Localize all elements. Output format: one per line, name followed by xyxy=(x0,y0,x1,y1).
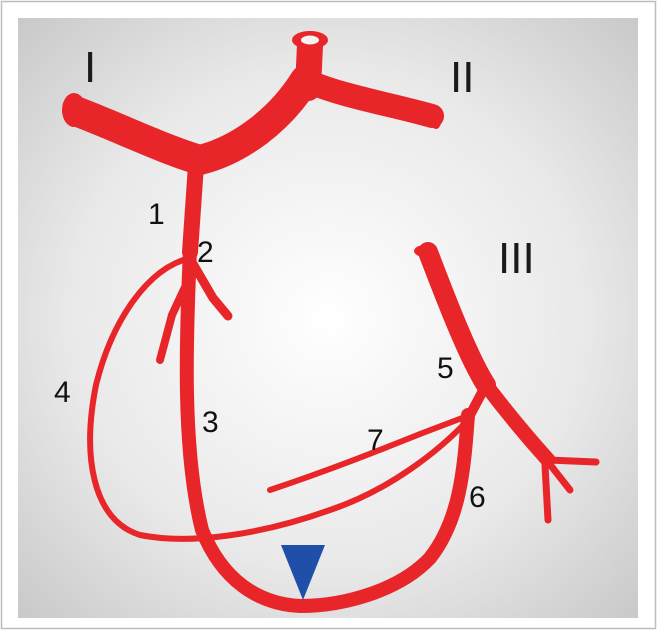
label-segment-2: 2 xyxy=(197,236,214,269)
label-segment-6: 6 xyxy=(469,481,486,514)
arch-neck xyxy=(308,45,310,88)
vessel-lumen xyxy=(301,36,319,45)
label-roman-3: III xyxy=(498,234,535,283)
label-roman-1: I xyxy=(84,43,96,92)
distal-branch-3 xyxy=(545,465,548,520)
label-segment-1: 1 xyxy=(148,198,165,231)
label-segment-4: 4 xyxy=(54,376,71,409)
label-segment-5: 5 xyxy=(437,352,454,385)
right-vessel-end xyxy=(414,245,436,257)
figure-background xyxy=(18,18,638,618)
segment-1-trunk xyxy=(190,165,196,252)
label-segment-7: 7 xyxy=(367,424,384,457)
label-roman-2: II xyxy=(450,53,474,102)
distal-branch-1 xyxy=(548,460,596,462)
arch-left-end xyxy=(62,93,86,127)
arch-right-end xyxy=(430,105,442,129)
label-segment-3: 3 xyxy=(202,406,219,439)
